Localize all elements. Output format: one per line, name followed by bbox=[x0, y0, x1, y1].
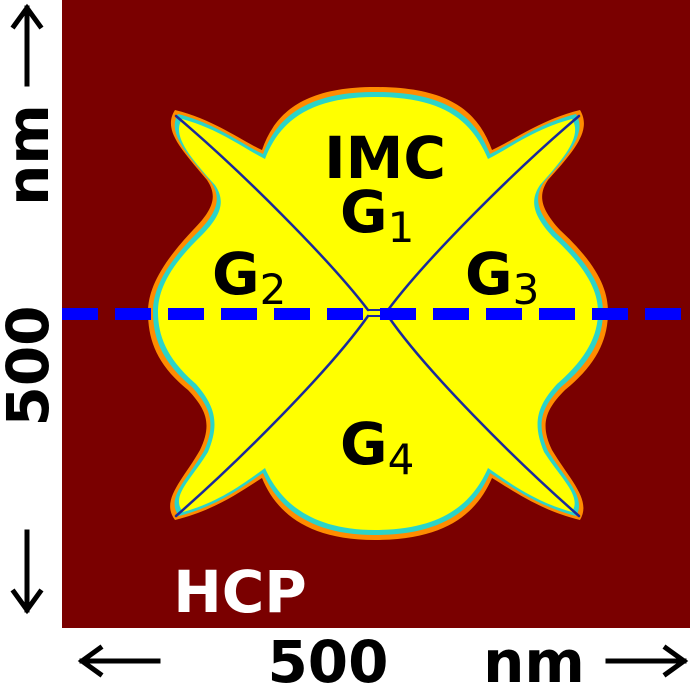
phase-label-hcp: HCP bbox=[173, 558, 307, 626]
right-arrow-icon bbox=[605, 644, 689, 678]
y-scale-bar: nm 500 bbox=[0, 3, 62, 615]
left-arrow-icon bbox=[77, 644, 161, 678]
up-arrow-icon bbox=[10, 3, 44, 87]
grain-label-g2: G2 bbox=[212, 240, 286, 314]
particle-core bbox=[158, 97, 598, 530]
grain-label-g1: G1 bbox=[340, 178, 414, 252]
phase-label-imc: IMC bbox=[324, 124, 446, 192]
x-scale-value: 500 bbox=[267, 628, 388, 694]
grain-boundary-sw bbox=[174, 314, 370, 518]
grain-label-g4: G4 bbox=[340, 410, 414, 484]
x-scale-unit: nm bbox=[483, 628, 585, 694]
grain-boundary-nw bbox=[174, 114, 370, 312]
down-arrow-icon bbox=[10, 529, 44, 615]
grain-boundary-se bbox=[386, 314, 581, 518]
grain-boundary-ne bbox=[386, 114, 581, 312]
x-scale-bar: 500 nm bbox=[77, 628, 689, 694]
grain-label-g3: G3 bbox=[465, 240, 539, 314]
imc-particle bbox=[148, 87, 608, 540]
y-scale-value: 500 bbox=[0, 305, 62, 426]
y-scale-unit: nm bbox=[0, 104, 62, 206]
